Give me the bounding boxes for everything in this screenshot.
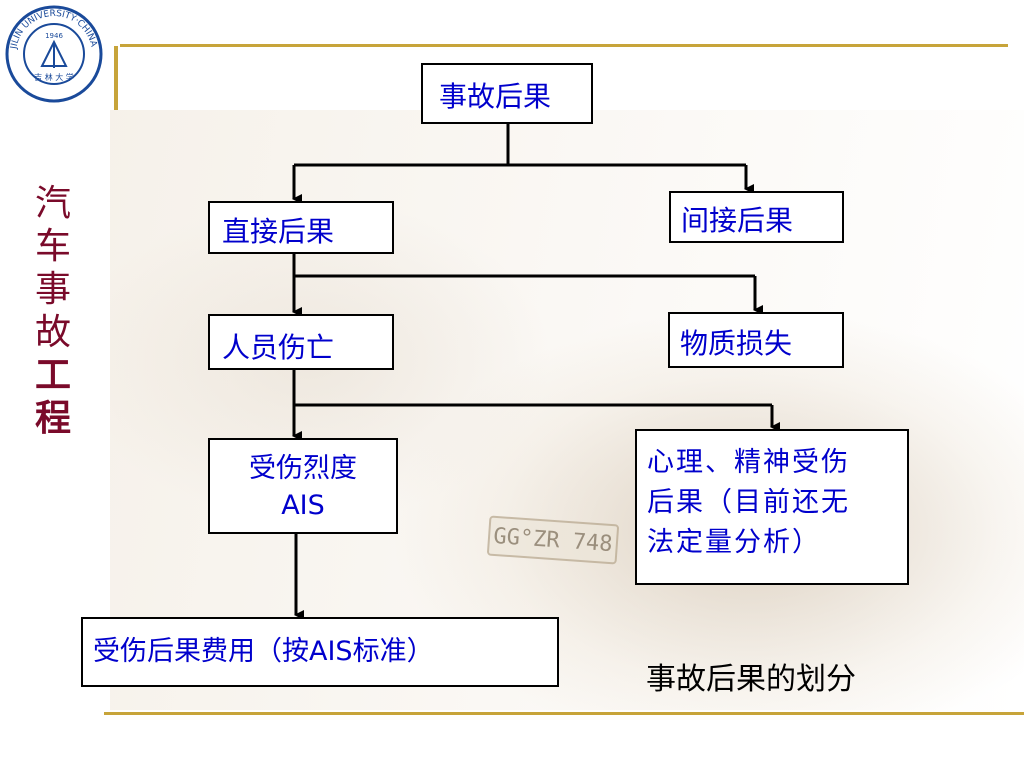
node-label-line: 法定量分析） (647, 527, 821, 558)
title-char: 事 (34, 269, 71, 310)
node-psychological-consequences: 心理、精神受伤 后果（目前还无 法定量分析） (635, 429, 909, 585)
node-label-line: 后果（目前还无 (647, 487, 850, 518)
node-injury-severity-ais: 受伤烈度 AIS (208, 438, 398, 534)
title-char: 工 (34, 354, 71, 396)
top-accent-rule (120, 44, 1008, 47)
node-casualties: 人员伤亡 (208, 314, 394, 370)
node-label-line: AIS (281, 490, 325, 521)
node-accident-consequences: 事故后果 (421, 63, 593, 124)
node-label: 物质损失 (680, 327, 793, 360)
node-label-line: 心理、精神受伤 (647, 447, 850, 478)
node-indirect-consequences: 间接后果 (669, 191, 844, 243)
node-label: 间接后果 (681, 204, 794, 237)
diagram-caption: 事故后果的划分 (646, 662, 856, 697)
title-char: 汽 (34, 183, 71, 224)
vertical-course-title: 汽 车 事 故 工 程 (28, 182, 78, 440)
node-label: 事故后果 (439, 80, 552, 113)
node-label-line: 受伤烈度 (249, 453, 357, 484)
node-label: 直接后果 (222, 215, 335, 248)
bottom-accent-rule (104, 712, 1024, 715)
logo-bottom-text: 吉 林 大 学 (34, 72, 74, 82)
top-left-accent-rule (114, 46, 118, 110)
node-label: 受伤后果费用（按AIS标准） (93, 636, 434, 667)
title-char: 车 (34, 226, 71, 267)
node-material-loss: 物质损失 (668, 312, 844, 368)
title-char: 程 (34, 397, 71, 439)
node-label: 人员伤亡 (222, 331, 335, 364)
logo-year: 1946 (45, 32, 63, 40)
title-char: 故 (34, 312, 71, 353)
node-direct-consequences: 直接后果 (208, 201, 394, 254)
node-injury-cost: 受伤后果费用（按AIS标准） (81, 617, 559, 687)
university-logo: JILIN UNIVERSITY·CHINA 1946 吉 林 大 学 (5, 5, 103, 103)
